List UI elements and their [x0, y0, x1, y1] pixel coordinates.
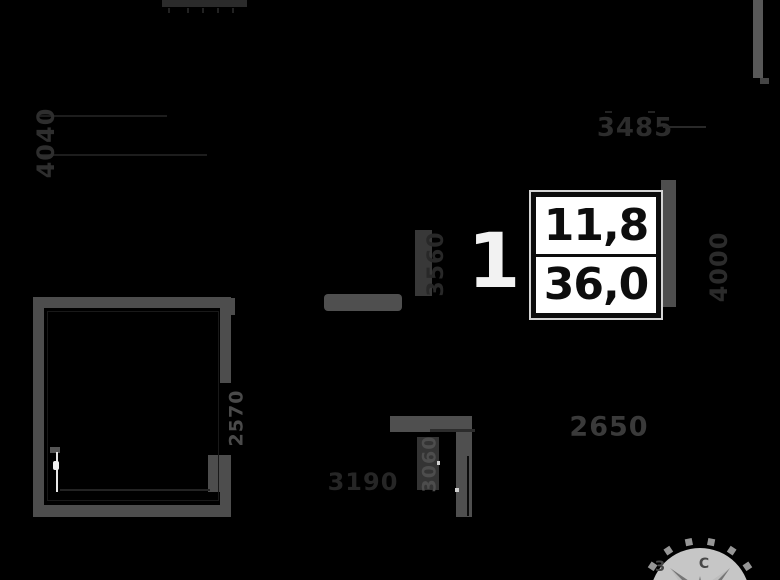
wall-segment [661, 180, 676, 307]
wall-segment [50, 447, 60, 453]
door-hinge-mark [455, 488, 459, 492]
dimension-tick [202, 8, 204, 13]
dimension-line [37, 115, 167, 117]
dimension-label-center: 2650 [569, 411, 649, 443]
wall-segment [760, 78, 769, 84]
compass-north-label: С [699, 556, 709, 572]
dimension-line [430, 429, 475, 432]
compass-face [653, 548, 747, 580]
room-wall-right-upper [220, 297, 231, 383]
room-inner-line [60, 489, 210, 491]
dimension-label-window: 2570 [225, 389, 248, 447]
door-leaf-mark [56, 452, 58, 492]
wall-segment [324, 294, 402, 311]
room-wall-right-tab [231, 298, 235, 315]
room-area-value: 11,8 [536, 197, 656, 257]
wall-segment [390, 416, 472, 432]
room-inner-outline [47, 311, 219, 501]
dimension-label-hall: 3560 [424, 231, 449, 297]
wall-segment [753, 0, 763, 78]
wall-segment [417, 437, 439, 490]
dimension-label-door: 3060 [418, 435, 441, 493]
room-wall-right-block [208, 455, 231, 492]
door-hinge-mark [53, 461, 59, 470]
dimension-tick [187, 8, 189, 13]
wall-inner-line [467, 456, 469, 516]
wall-segment [415, 230, 432, 296]
dimension-tick [605, 111, 612, 113]
room-wall-bottom [33, 505, 231, 517]
area-info-box: 11,8 36,0 [531, 192, 661, 318]
dimension-tick [232, 8, 234, 13]
dimension-label-right: 4000 [705, 231, 733, 303]
door-hinge-mark [437, 461, 440, 465]
dimension-tick [648, 111, 655, 113]
total-area-value: 36,0 [543, 259, 650, 311]
top-dimension-text-cropped [162, 0, 247, 7]
dimension-label-top-right: 3485 [596, 113, 674, 143]
dimension-label-left: 4040 [32, 107, 60, 179]
dimension-tick [217, 8, 219, 13]
room-wall-left [33, 297, 44, 517]
dimension-label-bottom-left: 3190 [327, 468, 399, 496]
dimension-line [37, 154, 207, 156]
compass-west-label: З [655, 559, 665, 575]
room-wall-top [33, 297, 231, 308]
room-wall-right-lower [220, 490, 231, 507]
compass-rose-icon: З С [647, 537, 753, 580]
dimension-tick [168, 8, 170, 13]
unit-number: 1 [467, 216, 521, 305]
compass-ticks [647, 537, 753, 572]
dimension-line [663, 126, 706, 128]
